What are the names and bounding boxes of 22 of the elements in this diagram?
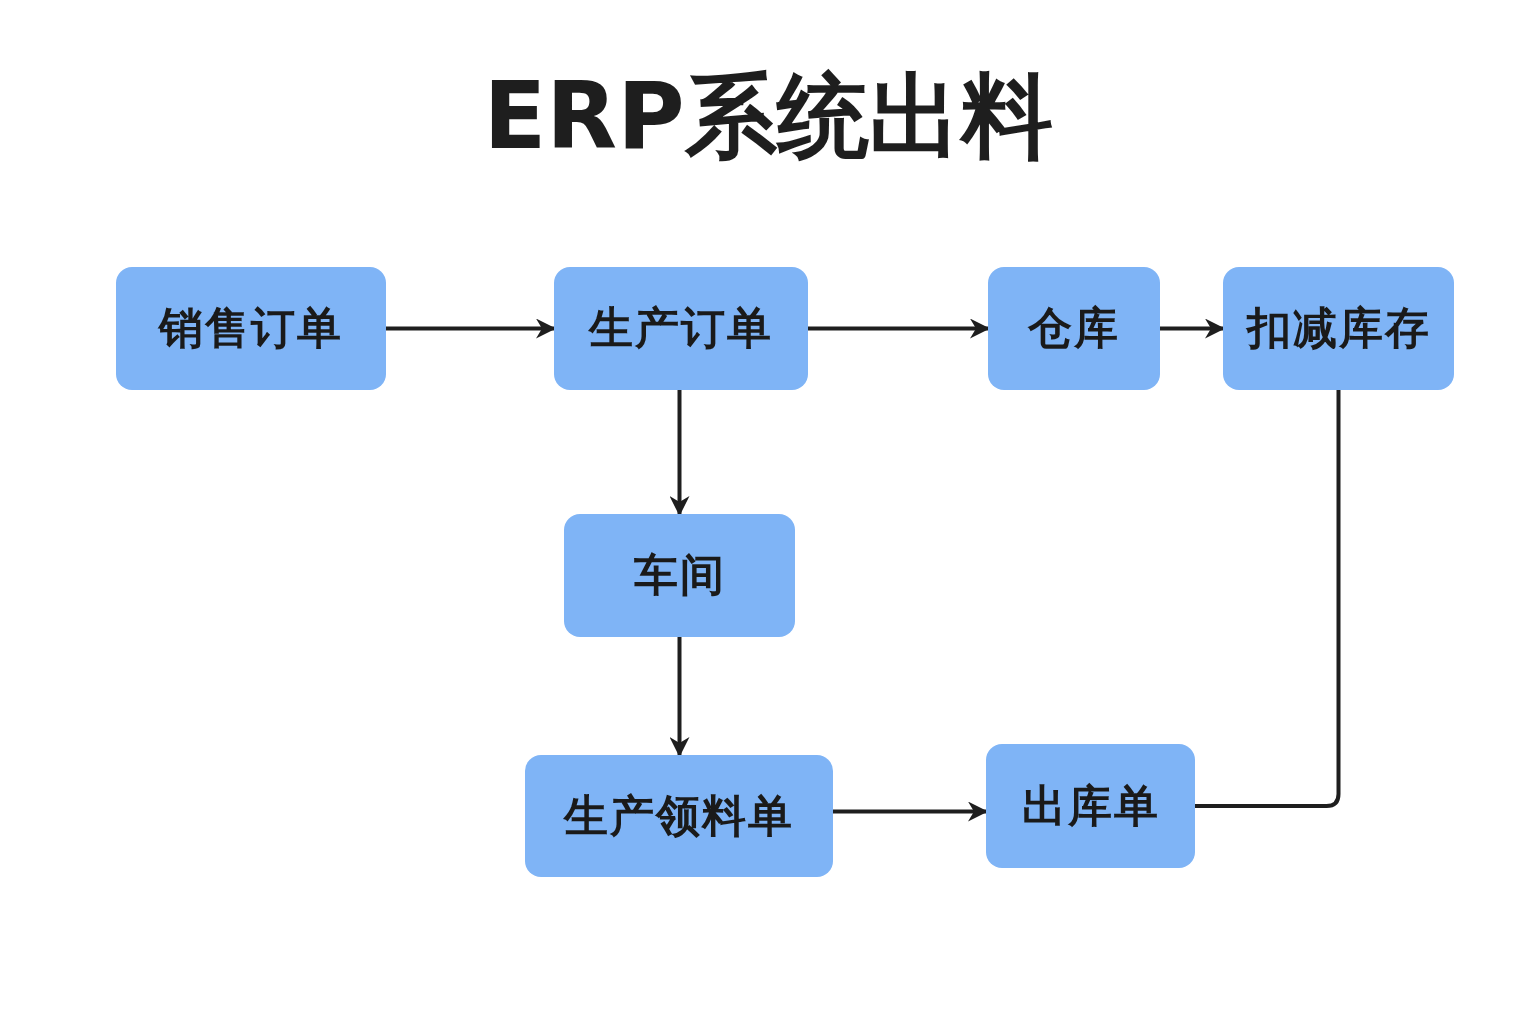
arrow — [1160, 318, 1225, 339]
process-box — [525, 755, 833, 877]
arrow — [833, 801, 988, 822]
arrow — [669, 390, 690, 516]
process-box — [1223, 267, 1454, 390]
process-box — [554, 267, 808, 390]
process-box — [116, 267, 386, 390]
box-label: 仓库 — [1028, 301, 1120, 355]
box-label: 销售订单 — [159, 301, 343, 355]
box-label: 生产订单 — [589, 301, 773, 355]
box-label: 生产领料单 — [564, 788, 794, 843]
process-box — [986, 744, 1195, 868]
process-box — [564, 514, 795, 637]
box-label: 扣减库存 — [1246, 301, 1431, 355]
box-label: 出库单 — [1021, 778, 1160, 833]
arrow — [808, 318, 990, 339]
arrow — [386, 318, 556, 339]
process-box — [988, 267, 1160, 390]
box-label: 车间 — [633, 548, 726, 602]
arrow — [669, 637, 690, 757]
diagram-title: ERP系统出料 — [482, 62, 1054, 172]
connector-line — [1195, 390, 1341, 808]
